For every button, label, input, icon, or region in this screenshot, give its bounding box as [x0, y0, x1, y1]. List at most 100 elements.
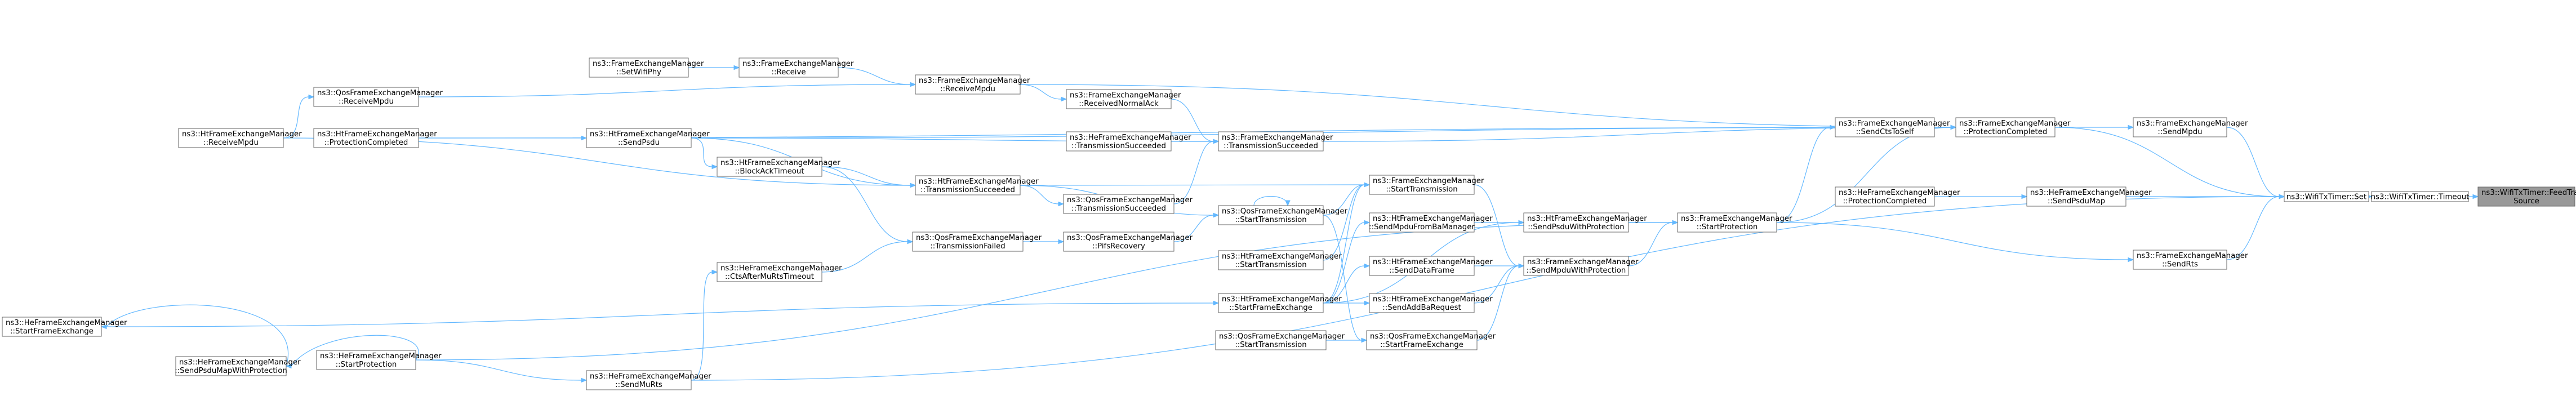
node-n36[interactable]: ns3::HtFrameExchangeManager::ProtectionC…: [313, 128, 437, 148]
edge-arrowhead: [1518, 263, 1525, 269]
node-label-line: ::ReceiveMpdu: [940, 85, 995, 94]
edge-n20-n12: [1323, 182, 1371, 304]
node-label-line: ns3::FrameExchangeManager: [1681, 215, 1792, 223]
node-box: [1218, 293, 1324, 313]
node-n19[interactable]: ns3::HtFrameExchangeManager::StartTransm…: [1218, 250, 1342, 270]
node-label-line: ::StartTransmission: [1235, 261, 1306, 269]
edge-n30-n29: [688, 65, 740, 70]
edge-n3-n2: [2226, 127, 2285, 199]
node-n15[interactable]: ns3::HtFrameExchangeManager::SendAddBaRe…: [1369, 293, 1493, 313]
node-n32[interactable]: ns3::HtFrameExchangeManager::BlockAckTim…: [717, 157, 840, 177]
edge-line: [283, 96, 309, 139]
node-n9[interactable]: ns3::FrameExchangeManager::StartProtecti…: [1677, 212, 1792, 233]
node-box: [1369, 175, 1475, 195]
node-n4[interactable]: ns3::HeFrameExchangeManager::SendPsduMap: [2026, 186, 2152, 207]
node-box: [2371, 191, 2469, 202]
node-box: [1066, 131, 1172, 152]
node-label-line: ::StartProtection: [1697, 223, 1758, 232]
node-n35[interactable]: ns3::QosFrameExchangeManager::ReceiveMpd…: [313, 87, 443, 107]
node-label-line: ::TransmissionSucceeded: [920, 186, 1015, 194]
edge-n9-n8: [1776, 124, 1836, 223]
node-label-line: ::ReceivedNormalAck: [1079, 100, 1159, 108]
node-box: [2133, 117, 2227, 137]
node-n1[interactable]: ns3::WifiTxTimer::Timeout: [2371, 191, 2470, 202]
edge-line: [1173, 215, 1214, 242]
edge-line: [1776, 127, 1951, 223]
node-box: [1215, 330, 1327, 350]
node-n6[interactable]: ns3::FrameExchangeManager::ProtectionCom…: [1955, 117, 2071, 137]
node-label-line: ::SendPsdu: [618, 139, 660, 147]
node-n23[interactable]: ns3::HeFrameExchangeManager::Transmissio…: [1066, 131, 1191, 152]
node-n10[interactable]: ns3::HtFrameExchangeManager::SendPsduWit…: [1523, 212, 1647, 233]
node-n16[interactable]: ns3::QosFrameExchangeManager::StartFrame…: [1366, 330, 1496, 350]
node-box: [1955, 117, 2056, 137]
edge-n26-n22: [1020, 84, 1067, 102]
node-n14[interactable]: ns3::HtFrameExchangeManager::SendDataFra…: [1369, 256, 1493, 276]
node-label-line: ns3::FrameExchangeManager: [2137, 119, 2248, 128]
node-n8[interactable]: ns3::FrameExchangeManager::SendCtsToSelf: [1835, 117, 1950, 137]
node-box: [1369, 293, 1475, 313]
node-n5[interactable]: ns3::FrameExchangeManager::SendRts: [2133, 250, 2248, 270]
node-label-line: ::StartProtection: [336, 361, 397, 369]
node-n27[interactable]: ns3::HtFrameExchangeManager::Transmissio…: [915, 175, 1039, 195]
node-n25[interactable]: ns3::QosFrameExchangeManager::PifsRecove…: [1063, 232, 1193, 252]
node-label-line: ::SendRts: [2162, 260, 2198, 269]
edge-arrowhead: [1213, 139, 1220, 144]
node-label-line: ::SendMpduWithProtection: [1527, 266, 1626, 275]
node-n18[interactable]: ns3::QosFrameExchangeManager::StartTrans…: [1218, 205, 1348, 225]
node-label-line: ns3::HeFrameExchangeManager: [179, 358, 301, 367]
node-box: [313, 128, 419, 148]
edge-line: [691, 272, 713, 381]
node-box: [915, 74, 1021, 95]
node-n17[interactable]: ns3::FrameExchangeManager::TransmissionS…: [1218, 131, 1333, 152]
edge-line: [2226, 196, 2280, 260]
edge-line: [1020, 84, 1062, 100]
edge-arrowhead: [1364, 300, 1371, 306]
node-n12[interactable]: ns3::FrameExchangeManager::StartTransmis…: [1369, 175, 1484, 195]
node-box: [1218, 205, 1324, 225]
node-n2[interactable]: ns3::WifiTxTimer::Set: [2284, 191, 2369, 202]
node-label-line: ns3::HtFrameExchangeManager: [1373, 258, 1493, 266]
node-n33[interactable]: ns3::HeFrameExchangeManager::CtsAfterMuR…: [717, 262, 842, 282]
edge-line: [1323, 184, 1365, 304]
node-n21[interactable]: ns3::QosFrameExchangeManager::StartTrans…: [1215, 330, 1345, 350]
node-n3[interactable]: ns3::FrameExchangeManager::SendMpdu: [2133, 117, 2248, 137]
node-n30[interactable]: ns3::FrameExchangeManager::SetWifiPhy: [589, 57, 704, 78]
edge-line: [838, 67, 911, 85]
node-n29[interactable]: ns3::FrameExchangeManager::Receive: [738, 57, 854, 78]
node-n34[interactable]: ns3::HeFrameExchangeManager::SendMuRts: [586, 370, 711, 390]
edge-n20-n13: [1323, 220, 1371, 304]
node-n13[interactable]: ns3::HtFrameExchangeManager::SendMpduFro…: [1369, 212, 1493, 233]
edge-arrowhead: [910, 183, 916, 188]
node-label-line: ns3::HtFrameExchangeManager: [1373, 295, 1493, 304]
node-label-line: ns3::WifiTxTimer::Set: [2286, 193, 2366, 202]
node-n24[interactable]: ns3::QosFrameExchangeManager::Transmissi…: [1063, 194, 1193, 214]
node-n39[interactable]: ns3::HeFrameExchangeManager::SendPsduMap…: [175, 356, 301, 376]
edge-n35-n26: [418, 82, 916, 97]
node-label-line: ::SendCtsToSelf: [1856, 128, 1914, 136]
node-label-line: ns3::HeFrameExchangeManager: [1070, 134, 1191, 142]
node-n28[interactable]: ns3::QosFrameExchangeManager::Transmissi…: [912, 232, 1042, 252]
edge-line: [1776, 222, 2129, 260]
node-n26[interactable]: ns3::FrameExchangeManager::ReceiveMpdu: [915, 74, 1030, 95]
edge-arrowhead: [1058, 201, 1065, 207]
edge-layer: [100, 65, 2479, 383]
node-n22[interactable]: ns3::FrameExchangeManager::ReceivedNorma…: [1066, 89, 1181, 109]
node-box: [738, 57, 839, 78]
edge-arrowhead: [581, 135, 588, 141]
node-box: [1066, 89, 1172, 109]
edge-line: [691, 137, 713, 167]
edge-arrowhead: [1061, 96, 1067, 102]
node-n31[interactable]: ns3::HtFrameExchangeManager::SendPsdu: [586, 128, 710, 148]
edge-line: [2054, 127, 2280, 197]
node-n11[interactable]: ns3::FrameExchangeManager::SendMpduWithP…: [1523, 256, 1639, 276]
edge-n18-n18: [1253, 196, 1291, 207]
node-n37[interactable]: ns3::HtFrameExchangeManager::ReceiveMpdu: [178, 128, 302, 148]
node-n7[interactable]: ns3::HeFrameExchangeManager::ProtectionC…: [1835, 186, 1960, 207]
node-n20[interactable]: ns3::HtFrameExchangeManager::StartFrameE…: [1218, 293, 1342, 313]
edge-n9-n6: [1776, 124, 1957, 223]
node-box: [1063, 194, 1174, 214]
node-n40[interactable]: ns3::HeFrameExchangeManager::StartProtec…: [316, 350, 442, 370]
node-n38[interactable]: ns3::HeFrameExchangeManager::StartFrameE…: [2, 317, 127, 337]
node-box: [717, 157, 822, 177]
